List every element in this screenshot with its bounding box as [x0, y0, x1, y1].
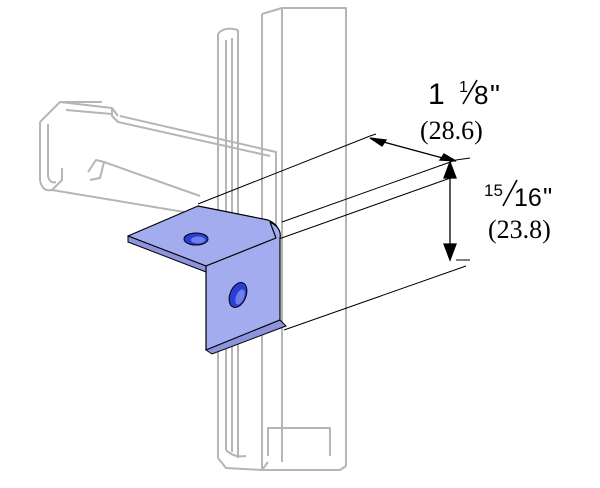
height-metric: (23.8) [488, 215, 551, 244]
width-label: 1 1 8 " (28.6) [420, 78, 500, 145]
side-hole-highlight [235, 289, 245, 305]
width-dimension-arrow [369, 137, 457, 162]
width-whole: 1 [428, 78, 445, 111]
height-label: 15 16 " (23.8) [484, 179, 552, 244]
height-fraction-numerator: 15 [484, 181, 503, 200]
height-fraction-denominator: 16 [514, 184, 542, 212]
projection-lines [197, 133, 471, 331]
height-fraction-slash [502, 179, 518, 207]
width-fraction-denominator: 8 [474, 80, 488, 110]
width-fraction-slash [462, 79, 478, 105]
bracket-side-edge [204, 319, 287, 355]
height-dimension-arrow [443, 160, 457, 262]
top-hole-highlight [191, 236, 205, 244]
width-fraction-numerator: 1 [459, 79, 468, 96]
vertical-channel [217, 7, 347, 471]
width-inch-mark: " [490, 79, 500, 110]
height-inch-mark: " [543, 182, 552, 212]
horizontal-channel [39, 101, 277, 262]
angle-bracket [127, 205, 287, 355]
width-metric: (28.6) [420, 116, 483, 145]
